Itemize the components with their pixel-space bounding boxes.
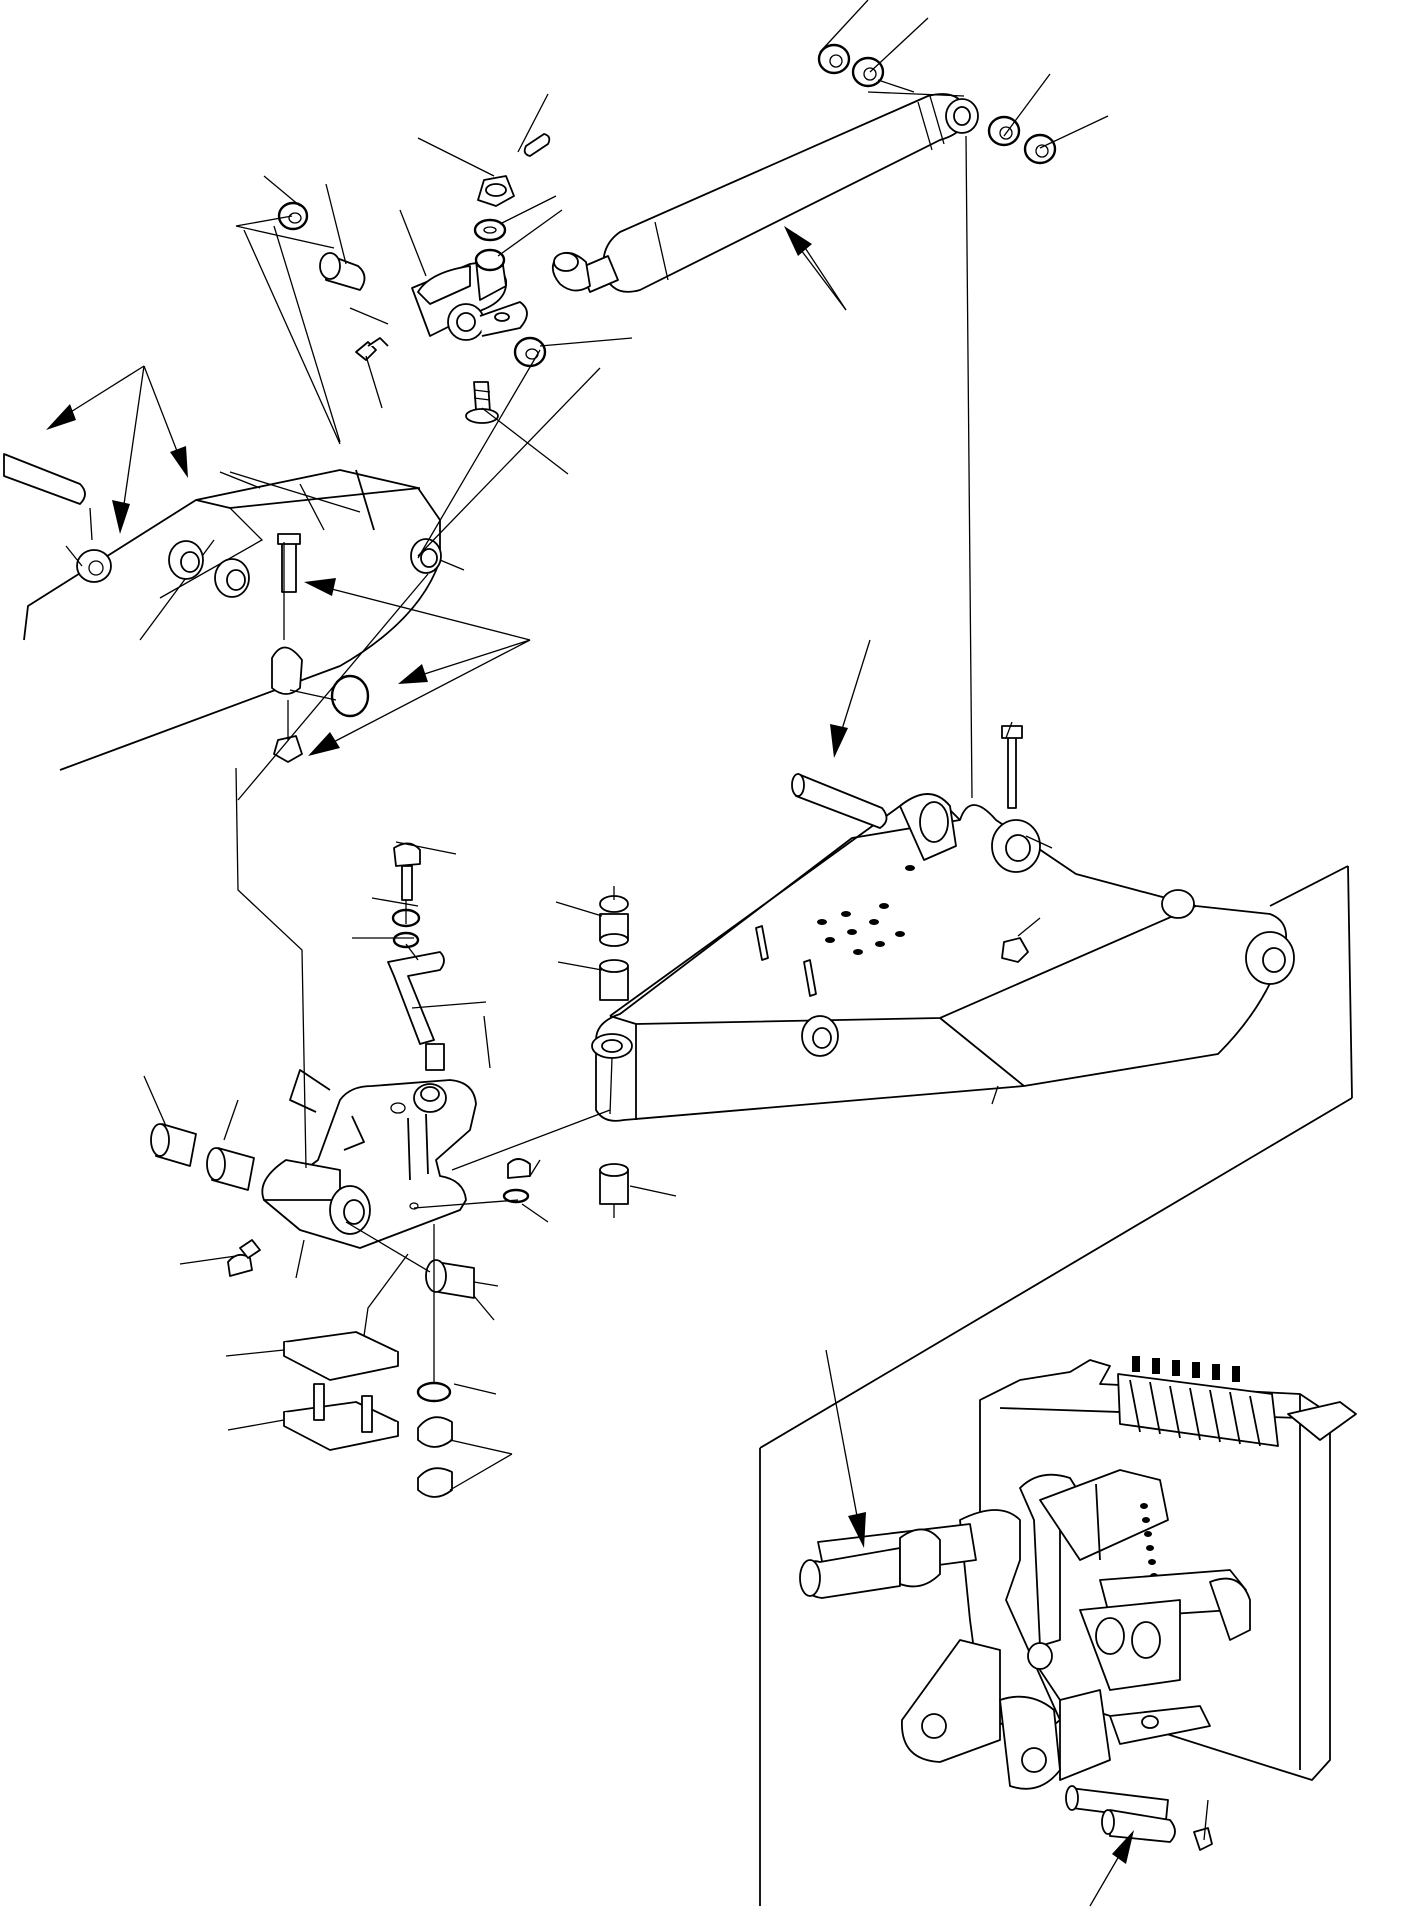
hydraulic-cylinder	[553, 94, 978, 292]
mounting-bracket-hardware	[151, 843, 530, 1298]
mounting-pads	[284, 1332, 452, 1497]
control-valve-inset	[760, 866, 1356, 1906]
washer-set-top	[819, 45, 1055, 163]
swing-arm	[592, 794, 1294, 1121]
leader-lines	[66, 0, 1208, 1840]
clevis-hardware	[356, 134, 549, 423]
boom-section	[4, 454, 441, 770]
mounting-bracket	[262, 1070, 476, 1248]
callout-arrows	[46, 226, 1134, 1906]
clevis-bracket	[412, 253, 527, 340]
bushing-pair-upper	[279, 203, 545, 366]
swing-arm-hardware	[600, 726, 1028, 1204]
